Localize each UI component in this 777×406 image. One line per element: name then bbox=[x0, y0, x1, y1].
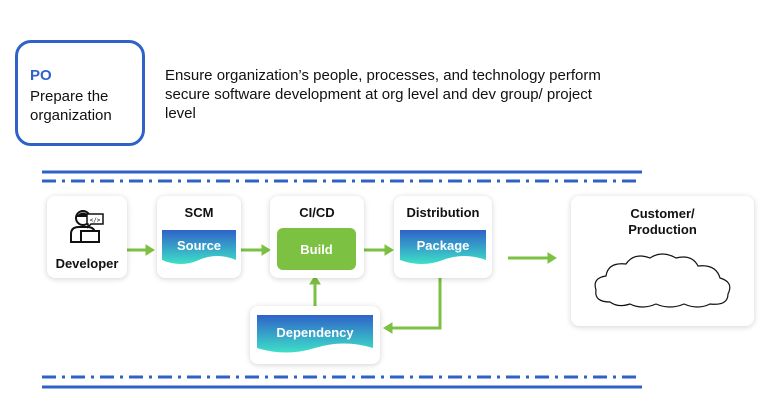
customer-title: Customer/ Production bbox=[628, 206, 697, 237]
customer-card: Customer/ Production bbox=[571, 196, 754, 326]
source-wave-shape bbox=[162, 230, 236, 264]
arrow-scm-to-cicd bbox=[240, 244, 271, 256]
top-boundary-line bbox=[42, 170, 642, 183]
package-label: Package bbox=[416, 238, 470, 253]
dependency-label: Dependency bbox=[276, 325, 354, 340]
po-description: Ensure organization’s people, processes,… bbox=[165, 67, 601, 122]
arrow-cicd-to-distribution bbox=[363, 244, 394, 256]
package-box: Package bbox=[400, 230, 486, 266]
build-box: Build bbox=[277, 228, 356, 270]
arrow-distribution-to-customer bbox=[508, 252, 557, 264]
distribution-card: Distribution Package bbox=[394, 196, 492, 278]
distribution-title: Distribution bbox=[406, 205, 480, 220]
cloud-icon bbox=[594, 253, 731, 308]
arrow-developer-to-scm bbox=[124, 244, 155, 256]
cicd-card: CI/CD Build bbox=[270, 196, 364, 278]
arrow-distribution-to-dependency bbox=[383, 278, 442, 334]
cicd-title: CI/CD bbox=[299, 205, 335, 220]
scm-title: SCM bbox=[184, 205, 214, 220]
dependency-card: Dependency bbox=[250, 306, 380, 364]
source-box: Source bbox=[162, 230, 236, 266]
package-wave-shape bbox=[400, 230, 486, 264]
arrow-dependency-to-cicd bbox=[309, 275, 321, 306]
bottom-boundary-line bbox=[42, 375, 642, 389]
developer-card: </> Developer bbox=[47, 196, 127, 278]
po-text: Prepare the organization bbox=[30, 88, 112, 124]
po-box: PO Prepare the organization bbox=[15, 40, 145, 146]
developer-laptop-icon: </> bbox=[70, 210, 104, 243]
scm-card: SCM Source bbox=[157, 196, 241, 278]
dependency-wave-shape bbox=[257, 315, 373, 353]
developer-label: Developer bbox=[55, 256, 119, 271]
dependency-box: Dependency bbox=[257, 315, 373, 355]
svg-text:</>: </> bbox=[90, 217, 101, 224]
po-label: PO bbox=[30, 67, 52, 84]
source-label: Source bbox=[176, 238, 222, 253]
